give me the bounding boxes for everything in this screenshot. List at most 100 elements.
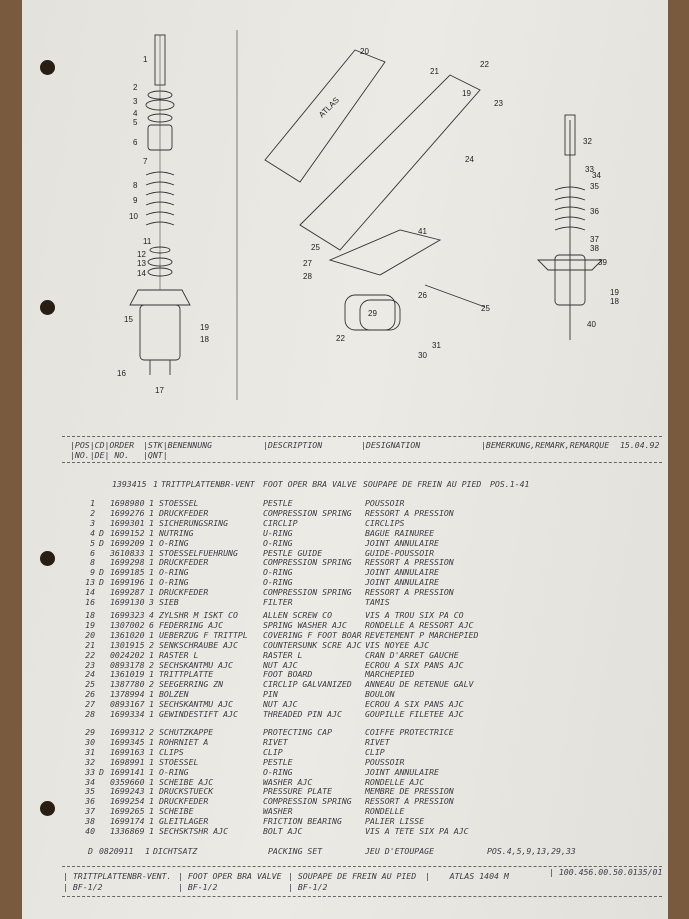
part-description: U-RING <box>263 527 293 538</box>
part-pos: 24 <box>85 669 95 680</box>
part-qty: 4 <box>149 610 154 620</box>
part-name-de: NUTRING <box>159 527 194 538</box>
part-pos: 37 <box>85 806 95 817</box>
part-designation: POUSSOIR <box>365 498 405 508</box>
callout-number: 3 <box>133 97 138 106</box>
part-qty: 1 <box>149 826 154 836</box>
part-designation: ANNEAU DE RETENUE GALV <box>365 679 474 690</box>
part-name-de: DRUCKFEDER <box>159 587 209 598</box>
part-pos: 20 <box>85 629 95 640</box>
footer-name-de: | TRITTPLATTENBR-VENT. <box>63 871 172 881</box>
assembly-name: TRITTPLATTENBR-VENT <box>161 479 255 489</box>
callout-number: 39 <box>598 258 607 267</box>
part-qty: 1 <box>149 498 154 508</box>
part-description: O-RING <box>263 766 293 777</box>
part-pos: 31 <box>85 746 95 757</box>
part-description: PROTECTING CAP <box>263 727 333 737</box>
callout-number: 19 <box>610 288 619 297</box>
part-qty: 1 <box>149 507 154 518</box>
col-header-designation: |DESIGNATION <box>361 440 421 450</box>
callout-number: 33 <box>585 165 594 174</box>
callout-number: 31 <box>432 341 441 350</box>
part-designation: CIRCLIPS <box>365 517 405 528</box>
part-designation: VIS A TROU SIX PA CO <box>365 610 464 620</box>
part-qty: 1 <box>149 766 154 777</box>
part-qty: 1 <box>149 587 154 598</box>
part-name-de: BOLZEN <box>159 689 189 700</box>
part-description: ALLEN SCREW CO <box>263 610 333 620</box>
col-header-pos: |POS|CD|ORDER <box>70 440 135 450</box>
part-pos: 25 <box>85 679 95 690</box>
part-qty: 1 <box>149 649 154 660</box>
part-order-no: 1699196 <box>110 577 145 588</box>
part-pos: 14 <box>85 587 95 598</box>
part-qty: 1 <box>149 709 154 719</box>
part-name-de: SIEB <box>159 597 179 607</box>
part-description: PIN <box>263 689 278 700</box>
part-pos: 3 <box>90 517 95 528</box>
callout-number: 22 <box>336 334 345 343</box>
part-designation: VIS NOYEE AJC <box>365 639 430 650</box>
part-designation: PALIER LISSE <box>365 816 425 827</box>
part-designation: GUIDE-POUSSOIR <box>365 547 435 558</box>
part-pos: 8 <box>90 557 95 568</box>
callout-number: 21 <box>430 67 439 76</box>
part-name-de: SECHSKANTMU AJC <box>159 699 233 710</box>
punch-hole <box>40 801 55 816</box>
col-header-qty-name: |STK|BENENNUNG <box>143 440 213 450</box>
part-qty: 6 <box>149 619 154 630</box>
part-description: FILTER <box>263 597 293 607</box>
col-header-remark: |BEMERKUNG,REMARK,REMARQUE <box>481 440 610 450</box>
part-name-de: SCHEIBE <box>159 806 194 817</box>
part-description: THREADED PIN AJC <box>263 709 342 719</box>
part-name-de: DRUCKSTUECK <box>159 786 214 797</box>
part-designation: RESSORT A PRESSION <box>365 587 454 598</box>
part-designation: BOULON <box>365 689 395 700</box>
part-qty: 1 <box>149 537 154 548</box>
part-pos: 36 <box>85 796 95 807</box>
part-order-no: 1699345 <box>110 736 145 747</box>
header-date: 15.04.92 <box>620 440 660 450</box>
callout-number: 6 <box>133 138 138 147</box>
atlas-logo: ATLAS <box>317 96 341 120</box>
part-pos: 9 <box>90 567 95 578</box>
callout-number: 18 <box>200 335 209 344</box>
part-designation: JOINT ANNULAIRE <box>365 766 439 777</box>
exploded-parts-diagram: ATLAS 1234567891011121314151918161720212… <box>117 30 619 400</box>
document-page <box>22 0 668 919</box>
divider <box>62 436 662 437</box>
footer-description: | FOOT OPER BRA VALVE <box>178 871 282 881</box>
part-name-de: DRUCKFEDER <box>159 507 209 518</box>
part-pos: 19 <box>85 619 95 630</box>
assembly-order: 1393415 <box>112 479 147 489</box>
callout-number: 2 <box>133 83 138 92</box>
callout-number: 41 <box>418 227 427 236</box>
callout-number: 19 <box>200 323 209 332</box>
part-description: PESTLE <box>263 498 293 508</box>
part-pos: 22 <box>85 649 95 660</box>
part-order-no: 1301915 <box>110 639 145 650</box>
part-order-no: 1699276 <box>110 507 145 518</box>
part-name-de: O-RING <box>159 567 189 578</box>
callout-number: 20 <box>360 47 369 56</box>
callout-number: 36 <box>590 207 599 216</box>
part-pos: 40 <box>85 826 95 836</box>
part-designation: RIVET <box>365 736 390 747</box>
callout-number: 40 <box>587 320 596 329</box>
part-order-no: 1336869 <box>110 826 145 836</box>
callout-number: 4 <box>133 109 138 118</box>
part-order-no: 1699185 <box>110 567 145 578</box>
part-description: SPRING WASHER AJC <box>263 619 347 630</box>
part-designation: RONDELLE <box>365 806 405 817</box>
part-description: COUNTERSUNK SCRE AJC <box>263 639 362 650</box>
part-qty: 2 <box>149 679 154 690</box>
part-pos: 35 <box>85 786 95 797</box>
assembly-qty: 1 <box>153 479 158 489</box>
part-name-de: O-RING <box>159 766 189 777</box>
part-name-de: STOESSELFUEHRUNG <box>159 547 238 558</box>
part-designation: JOINT ANNULAIRE <box>365 537 439 548</box>
callout-number: 30 <box>418 351 427 360</box>
part-qty: 1 <box>149 517 154 528</box>
part-description: NUT AJC <box>263 699 298 710</box>
part-order-no: 1698980 <box>110 498 145 508</box>
